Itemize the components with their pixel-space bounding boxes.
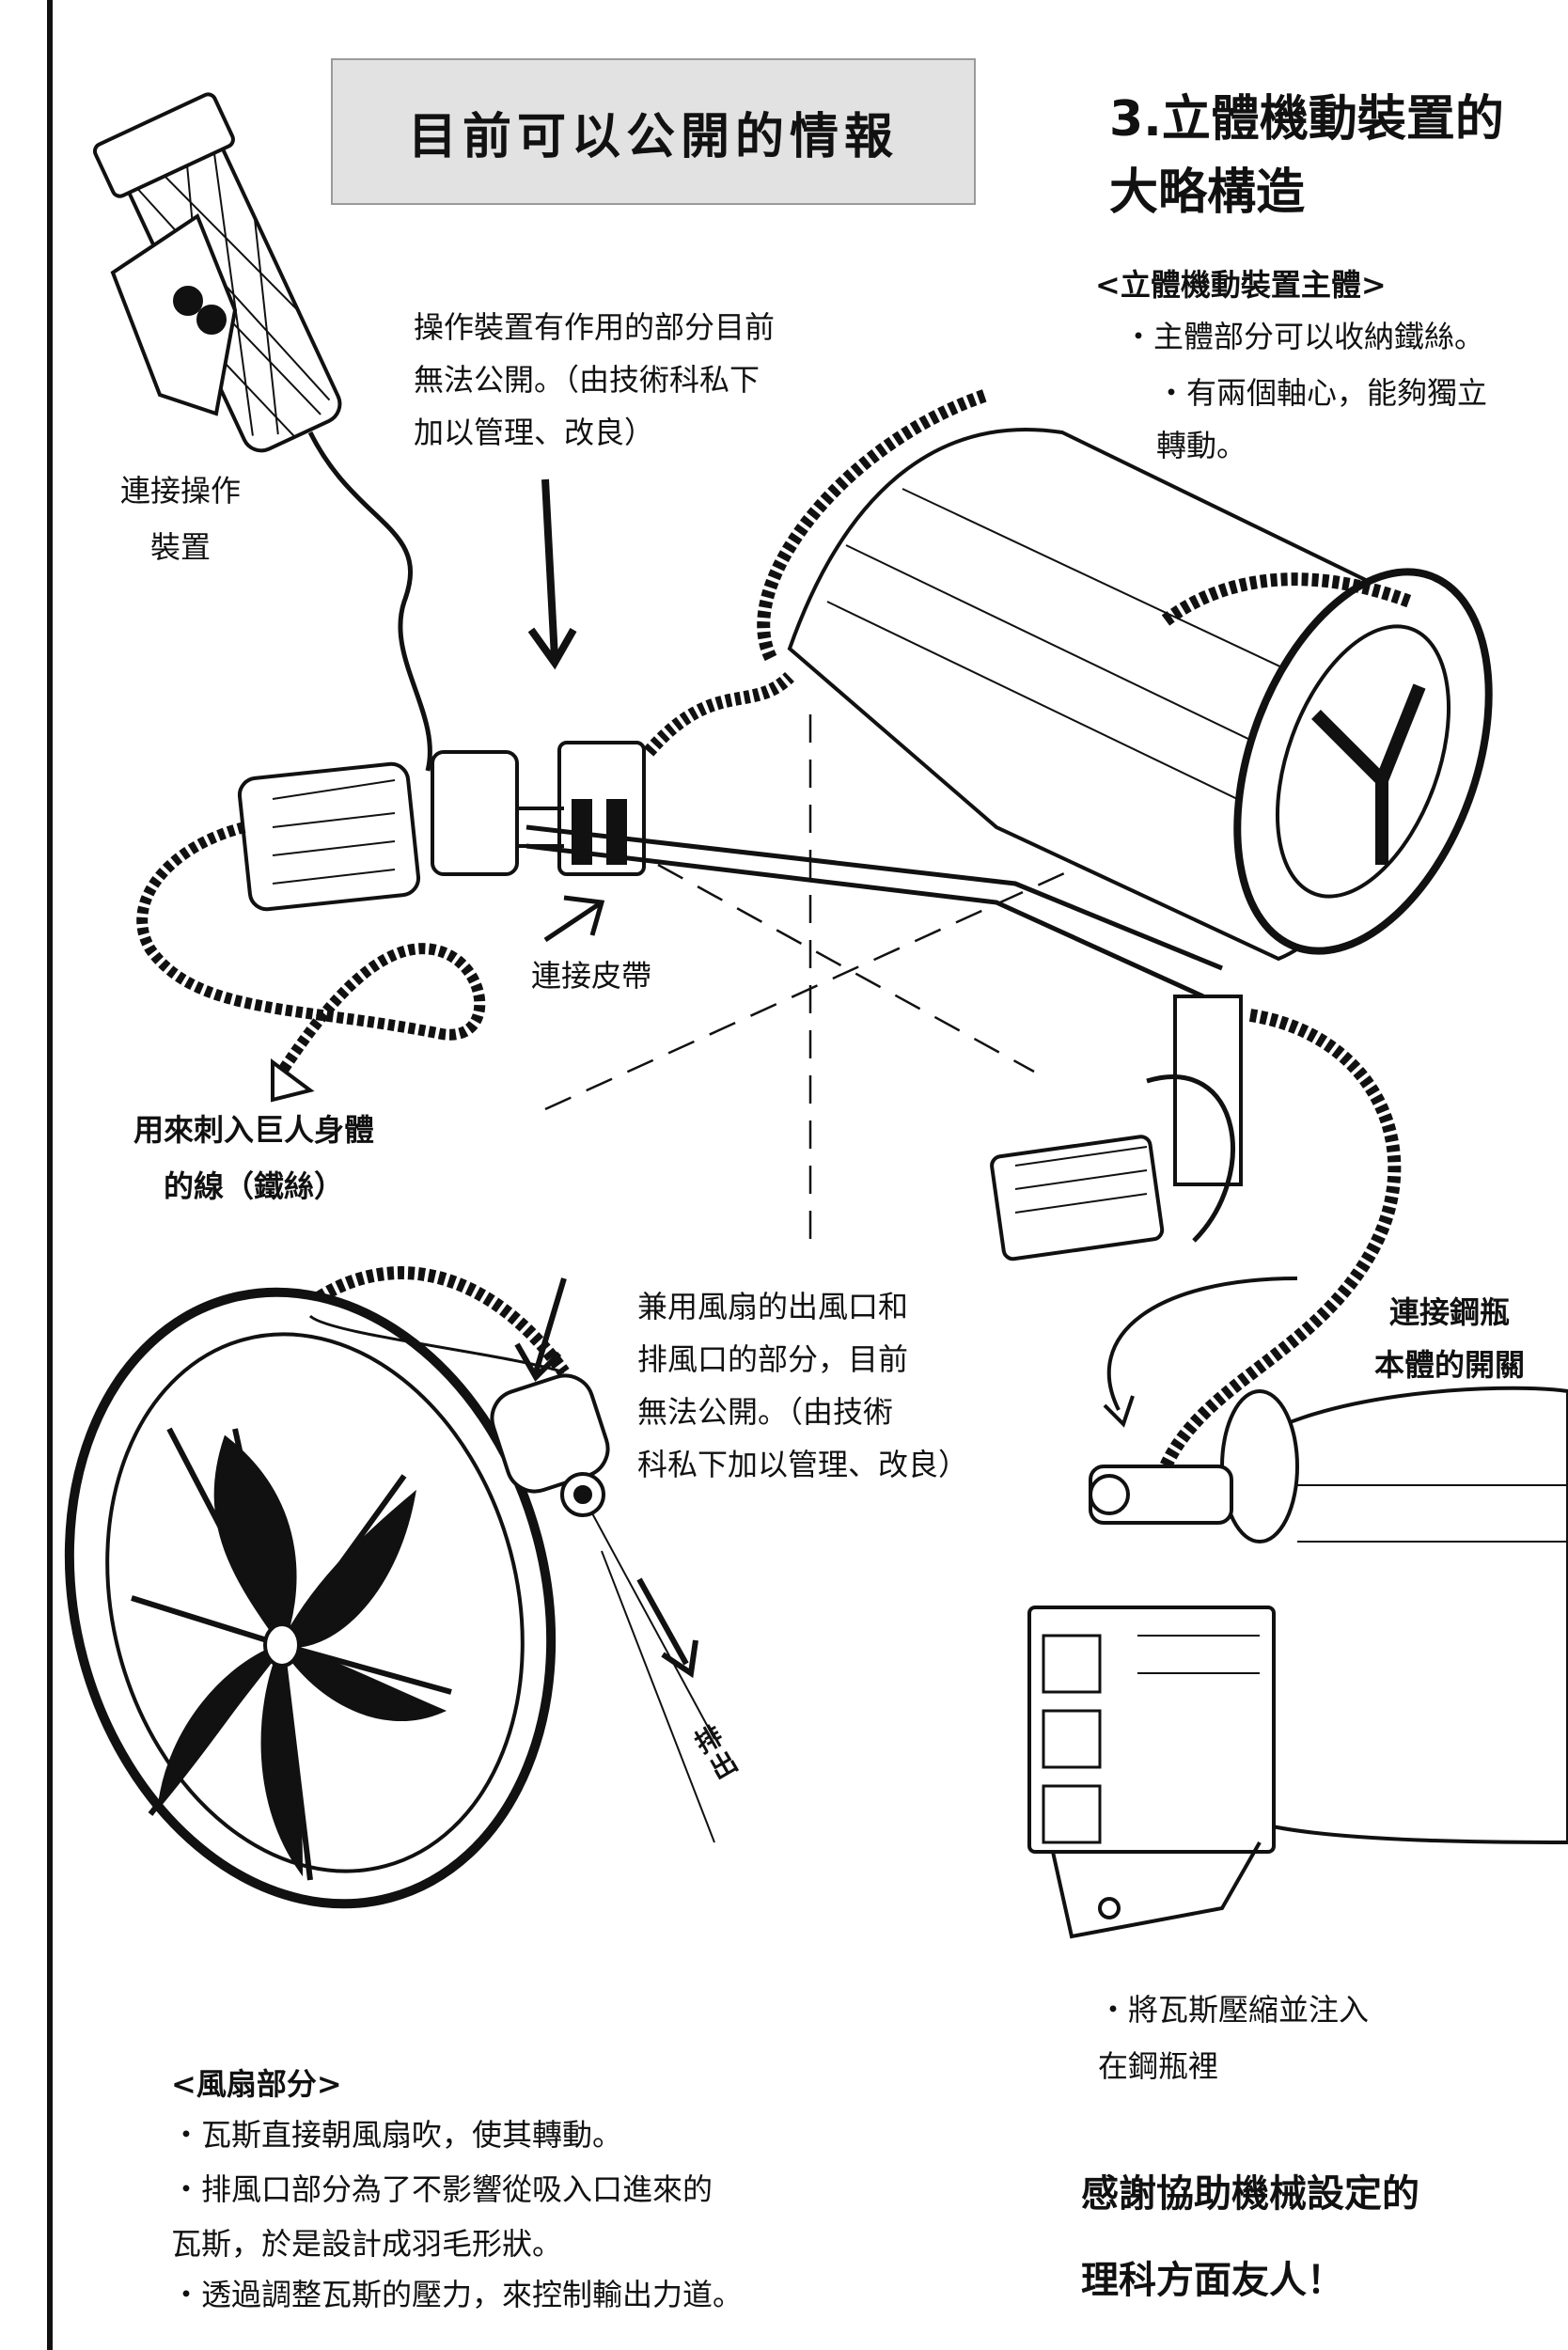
connect-belt-label: 連接皮帶	[531, 958, 652, 994]
info-banner: 目前可以公開的情報	[331, 58, 976, 205]
banner-title: 目前可以公開的情報	[407, 107, 899, 165]
fan-note: 兼用風扇的出風口和 排風口的部分，目前 無法公開。（由技術 科私下加以管理、改良…	[637, 1289, 969, 1482]
wire-label: 用來刺入巨人身體 的線（鐵絲）	[133, 1112, 375, 1204]
fan-section-bullet-2: ・排風口部分為了不影響從吸入口進來的 瓦斯，於是設計成羽毛形狀。	[171, 2171, 713, 2262]
main-body-bullet-2: ・有兩個軸心，能夠獨立 轉動。	[1156, 375, 1488, 463]
operation-note: 操作裝置有作用的部分目前 無法公開。（由技術科私下 加以管理、改良）	[414, 309, 776, 450]
main-body-bullet-1: ・主體部分可以收納鐵絲。	[1123, 319, 1485, 354]
fan-unit	[64, 1266, 715, 1909]
gas-cylinder	[1220, 1386, 1568, 1844]
section-title: 3.立體機動裝置的 大略構造	[1109, 91, 1504, 221]
fan-section-bullet-1: ・瓦斯直接朝風扇吹，使其轉動。	[171, 2117, 623, 2153]
switch-label: 連接鋼瓶 本體的開關	[1374, 1294, 1526, 1383]
fan-section-heading: <風扇部分>	[171, 2066, 342, 2102]
main-drum	[757, 388, 1493, 962]
gas-note: ・將瓦斯壓縮並注入 在鋼瓶裡	[1098, 1992, 1370, 2084]
main-body-heading: <立體機動裝置主體>	[1095, 267, 1387, 303]
operation-grip	[92, 92, 342, 453]
connect-operation-label: 連接操作 裝置	[120, 473, 242, 565]
thanks-note: 感謝協助機械設定的 理科方面友人！	[1081, 2171, 1419, 2302]
fan-section-bullet-3: ・透過調整瓦斯的壓力，來控制輸出力道。	[171, 2277, 744, 2312]
panel-border	[47, 0, 53, 2350]
